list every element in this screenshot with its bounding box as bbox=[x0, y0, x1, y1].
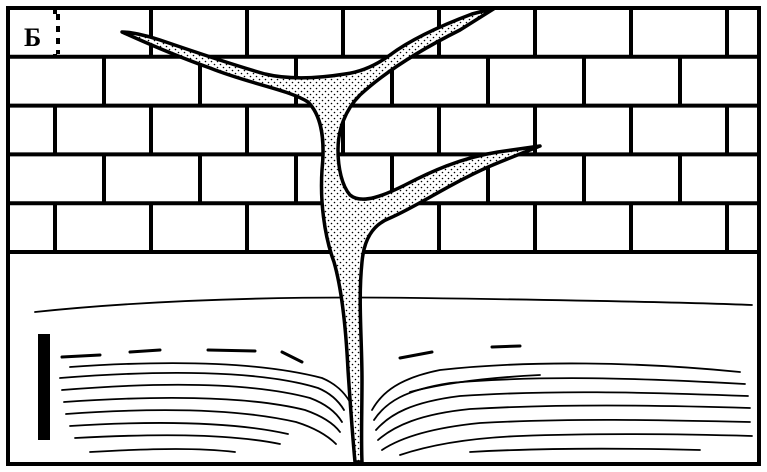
scale-bar bbox=[38, 334, 50, 440]
panel-label: Б bbox=[24, 23, 41, 52]
